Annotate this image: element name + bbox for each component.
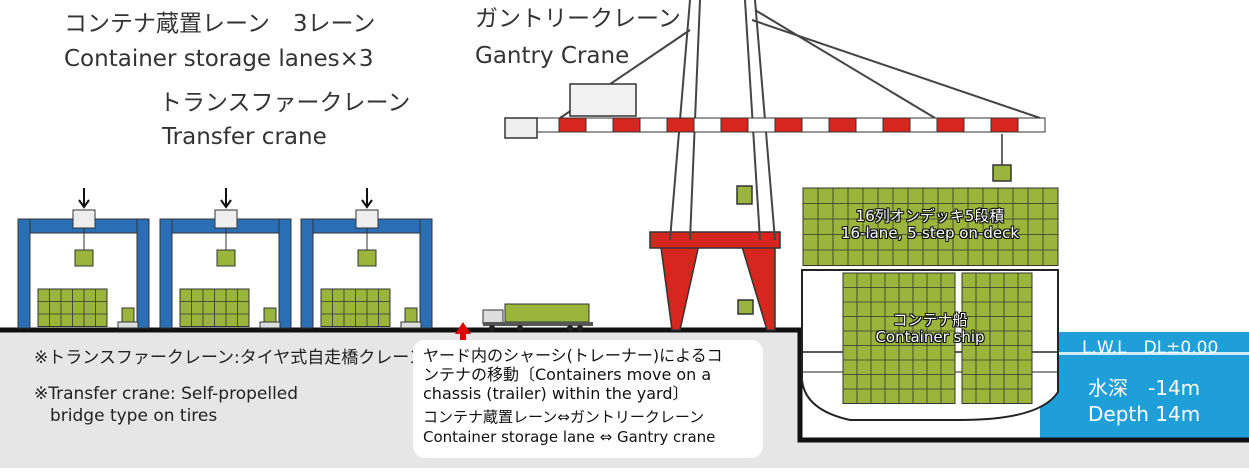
gantry-crane xyxy=(504,0,1046,331)
lwl-label: L.W.L DL±0.00 xyxy=(1082,338,1219,358)
storage-lanes-label-en: Container storage lanes×3 xyxy=(64,46,374,72)
hold-containers-right xyxy=(961,272,1033,404)
deck-stack-label-en: 16-lane, 5-step on-deck xyxy=(840,224,1020,242)
deck-stack-label: 16列オンデッキ5段積 16-lane, 5-step on-deck xyxy=(840,208,1020,242)
transfer-crane-label-en: Transfer crane xyxy=(162,124,327,150)
water-band xyxy=(1040,352,1249,355)
deck-containers xyxy=(802,187,1059,266)
ship-label-ja: コンテナ船 xyxy=(892,311,968,329)
chassis-box-line3: chassis (trailer) within the yard〕 xyxy=(423,384,689,403)
chassis-box-line4: コンテナ蔵置レーン⇔ガントリークレーン xyxy=(423,408,705,426)
note-transfer-crane-en-1: ※Transfer crane: Self-propelled xyxy=(34,384,299,404)
chassis-info-box: ヤード内のシャーシ(トレーナー)によるコ ンテナの移動〔Containers m… xyxy=(413,340,763,458)
down-arrow-icon xyxy=(78,188,90,209)
down-arrow-icon xyxy=(220,188,232,209)
chassis-box-line1: ヤード内のシャーシ(トレーナー)によるコ xyxy=(423,346,723,365)
gantry-crane-label-en: Gantry Crane xyxy=(475,43,630,69)
transfer-cranes xyxy=(17,188,433,329)
transfer-crane-3 xyxy=(300,188,433,329)
red-arrow-icon xyxy=(455,322,471,345)
quay-edge xyxy=(0,327,1249,443)
chassis-truck xyxy=(482,303,593,331)
depth-label-ja: 水深 -14m xyxy=(1088,376,1201,400)
note-transfer-crane-ja: ※トランスファークレーン:タイヤ式自走橋クレーン xyxy=(34,348,426,368)
depth-label-en: Depth 14m xyxy=(1088,402,1201,426)
ship-label-en: Container ship xyxy=(875,328,985,346)
gantry-crane-label-ja: ガントリークレーン xyxy=(475,6,681,32)
down-arrow-icon xyxy=(361,188,373,209)
container-ship xyxy=(801,187,1059,421)
chassis-box-line2: ンテナの移動〔Containers move on a xyxy=(423,365,712,384)
chassis-box-line5: Container storage lane ⇔ Gantry crane xyxy=(423,428,716,446)
note-transfer-crane-en-2: bridge type on tires xyxy=(50,406,218,426)
transfer-crane-1 xyxy=(17,188,150,329)
deck-stack-label-ja: 16列オンデッキ5段積 xyxy=(855,207,1005,225)
transfer-crane-2 xyxy=(159,188,292,329)
transfer-crane-label-ja: トランスファークレーン xyxy=(159,90,411,116)
ship-label: コンテナ船 Container ship xyxy=(860,312,1000,346)
storage-lanes-label-ja: コンテナ蔵置レーン 3レーン xyxy=(64,11,376,37)
